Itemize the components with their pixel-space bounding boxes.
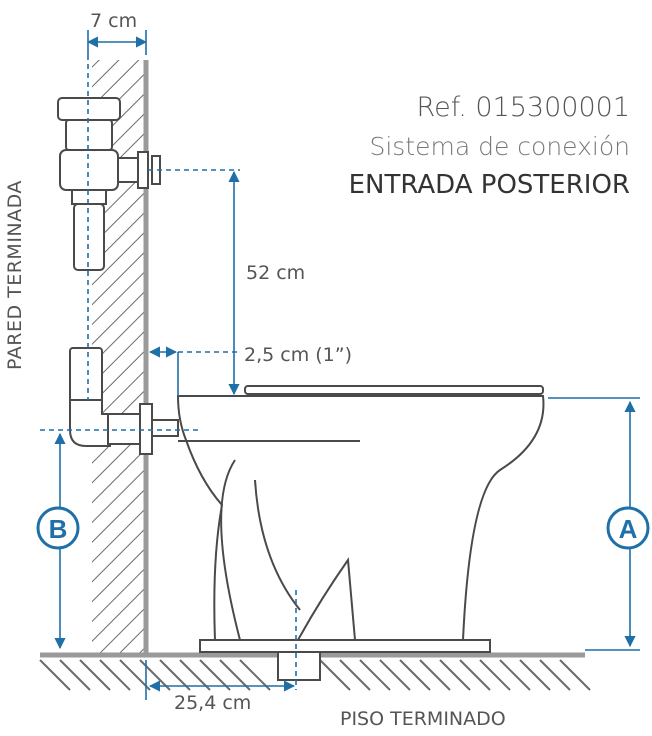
system-label: Sistema de conexión [369, 132, 630, 161]
floor-offset-dimension: 25,4 cm [174, 692, 252, 714]
pipe-offset-dimension: 2,5 cm (1”) [244, 344, 353, 366]
marker-b-label: B [49, 514, 68, 544]
toilet-bowl [176, 385, 545, 681]
marker-a: A [606, 506, 650, 550]
wall-thickness-dimension: 7 cm [90, 10, 138, 32]
wall-label: PARED TERMINADA [4, 180, 26, 370]
reference-number: Ref. 015300001 [416, 92, 630, 123]
valve-height-dimension: 52 cm [246, 262, 306, 284]
floor-label: PISO TERMINADO [340, 708, 506, 730]
entry-type: ENTRADA POSTERIOR [348, 170, 630, 200]
supply-elbow [69, 347, 179, 455]
flush-valve [57, 97, 161, 271]
marker-a-label: A [619, 514, 638, 544]
marker-b: B [36, 506, 80, 550]
